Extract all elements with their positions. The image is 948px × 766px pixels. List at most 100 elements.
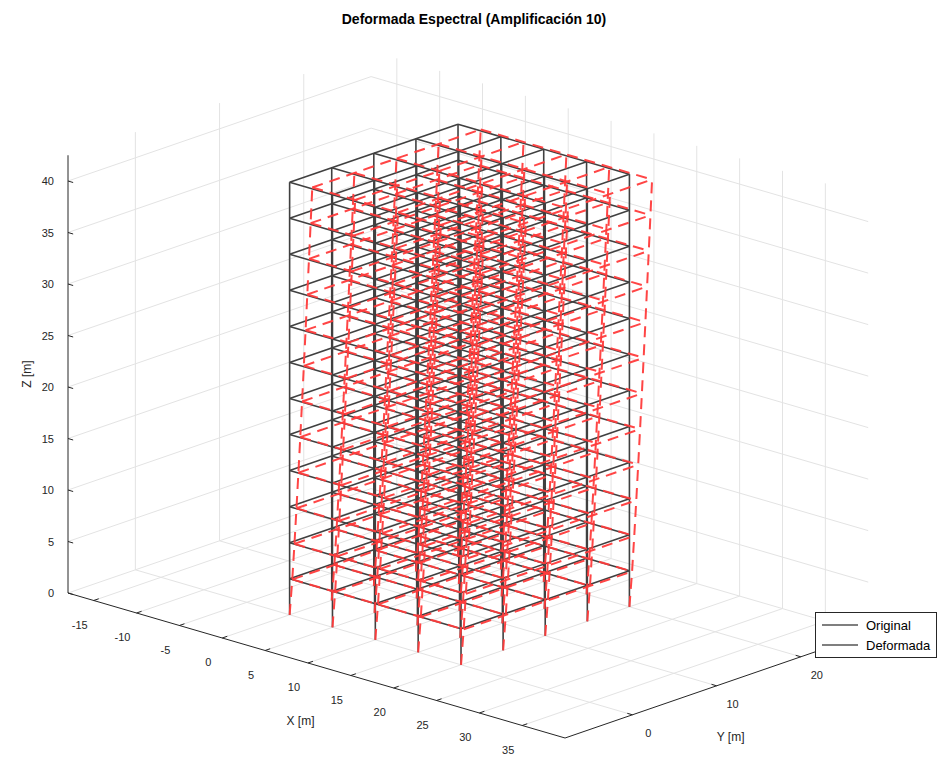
axis-line [68, 233, 73, 235]
deformed-member [312, 129, 480, 187]
deformed-member [461, 237, 484, 664]
grid-line [68, 437, 371, 541]
grid-line [135, 132, 136, 570]
chart-title: Deformada Espectral (Amplificación 10) [342, 12, 607, 27]
tick-label: 0 [645, 727, 651, 739]
deformed-member [484, 179, 652, 237]
deformed-member [396, 158, 567, 208]
axis-line [68, 542, 73, 544]
grid-line [68, 231, 371, 335]
axis-line [479, 711, 484, 713]
tick-label: 10 [288, 681, 300, 693]
deformed-member [290, 187, 313, 614]
axis-line [94, 599, 99, 601]
tick-label: 20 [811, 669, 823, 681]
deformed-member [470, 465, 638, 523]
tick-label: 0 [205, 656, 211, 668]
tick-label: 35 [42, 226, 54, 238]
grid-line [68, 128, 371, 232]
deformed-member [438, 238, 606, 296]
deformed-member [306, 330, 477, 380]
axis-line [394, 686, 399, 688]
deformed-member [355, 142, 523, 200]
axes [68, 155, 868, 738]
deformed-member [423, 523, 591, 581]
deformed-member [429, 417, 597, 475]
legend-label: Original [866, 618, 911, 633]
axis-line [68, 387, 73, 389]
axis-line [68, 155, 69, 593]
tick-label: 25 [416, 718, 428, 730]
axis-label: Z [m] [21, 360, 34, 387]
deformed-member [468, 500, 636, 558]
axis-line [265, 649, 270, 651]
tick-label: 30 [42, 278, 54, 290]
deformed-member [432, 345, 600, 403]
tick-label: 20 [42, 381, 54, 393]
axis-line [437, 699, 442, 701]
deformed-member [629, 179, 652, 606]
grid-line [782, 171, 783, 609]
deformed-member [545, 208, 568, 635]
deformed-member [431, 381, 599, 439]
axis-line [68, 336, 73, 338]
deformed-member [441, 167, 609, 225]
grid-line [739, 158, 740, 596]
tick-label: -10 [115, 631, 131, 643]
deformed-member [398, 154, 566, 212]
tick-label: -15 [72, 618, 88, 630]
tick-label: 35 [502, 743, 514, 755]
grid-line [825, 183, 826, 621]
deformed-member [480, 251, 648, 309]
legend-line [820, 640, 860, 650]
tick-label: 30 [459, 731, 471, 743]
axis-line [68, 284, 73, 286]
deformed-member [421, 559, 589, 617]
axis-line [308, 661, 313, 663]
tick-label: 15 [331, 693, 343, 705]
legend-line [820, 620, 860, 630]
tick-label: 15 [42, 432, 54, 444]
grid-line [303, 74, 304, 512]
tick-label: 10 [42, 484, 54, 496]
deformed-member [479, 287, 647, 345]
deformed-frame [290, 129, 652, 664]
grid-line [219, 103, 220, 541]
axis-line [796, 655, 801, 657]
tick-label: 25 [42, 329, 54, 341]
deformed-member [439, 203, 607, 261]
tick-label: 5 [48, 535, 54, 547]
grid-line [68, 180, 371, 284]
deformed-member [475, 358, 643, 416]
axis-line [222, 636, 227, 638]
tick-label: 10 [726, 698, 738, 710]
axis-line [68, 439, 73, 441]
axis-label: X [m] [287, 715, 315, 728]
axis-line [627, 713, 632, 715]
axis-line [68, 181, 73, 183]
deformed-member [466, 536, 634, 594]
axis-line [522, 724, 527, 726]
grid-line [653, 133, 654, 571]
deformed-member [425, 488, 593, 546]
tick-label: 20 [374, 706, 386, 718]
deformed-member [477, 322, 645, 380]
axis-line [68, 490, 73, 492]
deformed-member [312, 187, 483, 237]
deformed-member [375, 212, 398, 639]
grid-line [135, 570, 632, 715]
axis-line [351, 674, 356, 676]
deformed-member [427, 452, 595, 510]
grid-line [68, 386, 371, 490]
deformed-member [481, 129, 652, 179]
axis-line [711, 684, 716, 686]
deformed-member [473, 393, 641, 451]
axis-label: Y [m] [717, 731, 745, 744]
grid-line [68, 77, 371, 181]
legend-label: Deformada [866, 638, 930, 653]
grid-line [696, 146, 697, 584]
axis-line [137, 611, 142, 613]
tick-label: 0 [48, 587, 54, 599]
